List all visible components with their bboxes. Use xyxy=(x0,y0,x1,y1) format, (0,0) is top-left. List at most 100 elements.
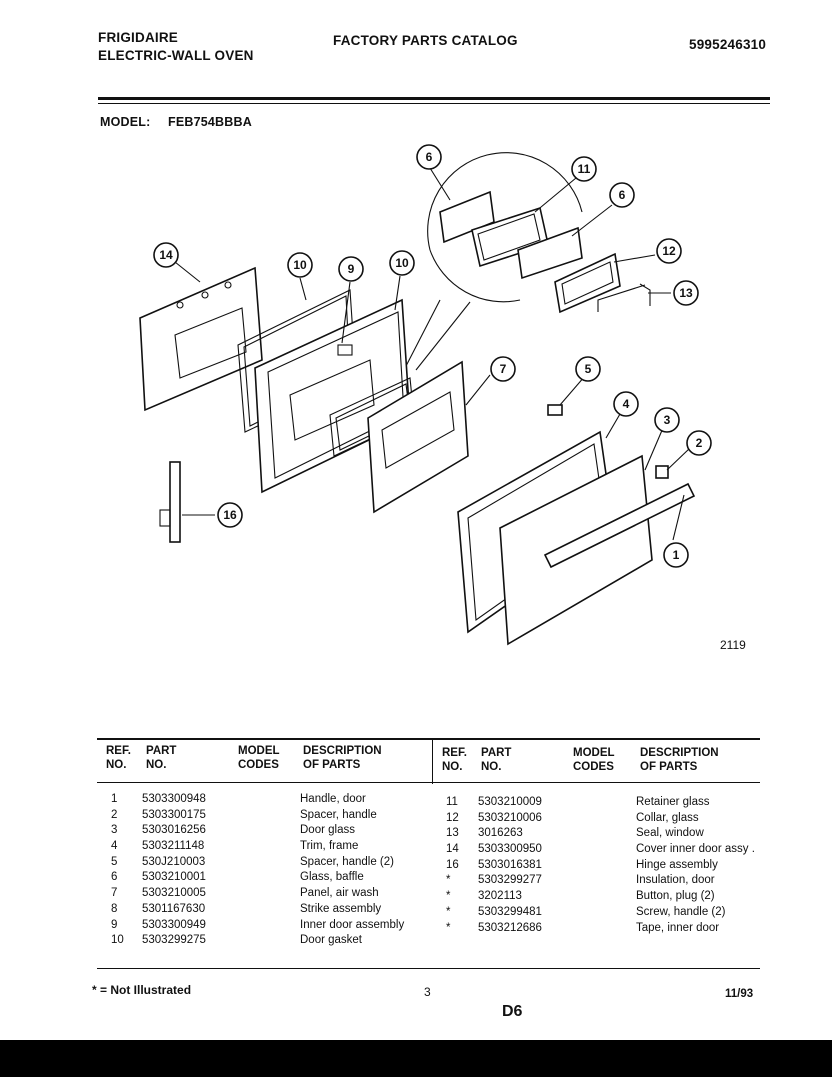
part-spacer xyxy=(547,404,563,416)
table-header-rule xyxy=(97,782,760,783)
not-illustrated-note: * = Not Illustrated xyxy=(92,983,192,997)
description-cell: Cover inner door assy . xyxy=(636,843,755,856)
ref-no-cell: 13 xyxy=(446,827,459,840)
header-rule-thick xyxy=(98,97,770,100)
part-no-cell: 5303300950 xyxy=(478,843,542,856)
part-no-cell: 5303210009 xyxy=(478,796,542,808)
svg-text:12: 12 xyxy=(662,244,676,258)
part-no-cell: 5303211148 xyxy=(142,840,205,853)
callout-1: 1 xyxy=(663,542,689,568)
svg-text:14: 14 xyxy=(159,248,173,262)
table-row: * 3202113 Button, plug (2) xyxy=(446,889,771,905)
callout-12: 12 xyxy=(656,238,682,264)
description-cell: Spacer, handle (2) xyxy=(300,855,394,868)
product-name: ELECTRIC-WALL OVEN xyxy=(98,48,254,63)
ref-no-cell: 12 xyxy=(446,811,459,824)
part-no-cell: 5303300949 xyxy=(142,918,206,931)
page-number: 3 xyxy=(424,985,431,999)
table-row: 9 5303300949 Inner door assembly xyxy=(108,918,428,934)
callout-10: 10 xyxy=(287,252,313,278)
description-cell: Trim, frame xyxy=(300,840,359,853)
table-row: 16 5303016381 Hinge assembly xyxy=(446,858,771,874)
catalog-number: 5995246310 xyxy=(689,37,767,52)
svg-text:10: 10 xyxy=(395,256,409,270)
part-collar-glass xyxy=(554,252,621,314)
part-no-cell: 5303299275 xyxy=(142,934,206,947)
part-no-cell: 5303300175 xyxy=(142,808,206,821)
table-divider xyxy=(432,740,433,784)
description-cell: Seal, window xyxy=(636,827,704,840)
callout-9: 10 xyxy=(389,250,415,276)
ref-no-cell: 10 xyxy=(111,934,124,947)
brand-name: FRIGIDAIRE xyxy=(98,30,179,45)
description-cell: Handle, door xyxy=(300,793,366,805)
svg-text:6: 6 xyxy=(426,150,433,164)
ref-no-cell: 6 xyxy=(111,871,118,884)
description-cell: Screw, handle (2) xyxy=(636,905,726,918)
part-no-cell: 5303210006 xyxy=(478,811,542,824)
part-no-cell: 5303299481 xyxy=(478,905,542,918)
table-row: 10 5303299275 Door gasket xyxy=(108,933,428,949)
section-code: D6 xyxy=(502,1003,523,1020)
description-cell: Insulation, door xyxy=(636,874,715,887)
callout-6-top: 6 xyxy=(416,144,442,170)
ref-no-cell: 8 xyxy=(111,902,118,915)
svg-text:6: 6 xyxy=(619,188,626,202)
description-cell: Inner door assembly xyxy=(300,918,405,931)
callout-4: 4 xyxy=(613,391,639,417)
header-ref-no-left: REF.NO. xyxy=(106,745,131,771)
description-cell: Hinge assembly xyxy=(636,858,718,871)
description-cell: Strike assembly xyxy=(300,902,382,915)
description-cell: Button, plug (2) xyxy=(636,890,715,903)
part-no-cell: 3202113 xyxy=(478,890,522,903)
svg-text:2: 2 xyxy=(696,436,703,450)
part-hinge-assembly xyxy=(159,461,181,543)
ref-no-cell: 1 xyxy=(111,793,118,805)
callout-2: 2 xyxy=(686,430,712,456)
ref-no-cell: 9 xyxy=(111,918,118,931)
svg-text:10: 10 xyxy=(293,258,307,272)
table-bottom-rule xyxy=(97,968,760,969)
ref-no-cell: * xyxy=(446,890,451,903)
svg-text:3: 3 xyxy=(664,413,671,427)
callout-6-right: 6 xyxy=(609,182,635,208)
callout-13: 13 xyxy=(673,280,699,306)
svg-text:5: 5 xyxy=(585,362,592,376)
part-no-cell: 5303016381 xyxy=(478,858,542,871)
part-no-cell: 5303210001 xyxy=(142,871,206,884)
part-no-cell: 5303210005 xyxy=(142,887,206,900)
description-cell: Door gasket xyxy=(300,934,363,947)
ref-no-cell: 11 xyxy=(446,796,458,808)
ref-no-cell: * xyxy=(446,921,451,934)
svg-text:9: 9 xyxy=(348,262,355,276)
ref-no-cell: 16 xyxy=(446,858,459,871)
part-no-cell: 5303212686 xyxy=(478,921,542,934)
detail-circle-arc xyxy=(427,152,583,251)
ref-no-cell: * xyxy=(446,874,451,887)
catalog-title: FACTORY PARTS CATALOG xyxy=(333,33,518,48)
part-seal-window xyxy=(597,283,651,312)
callout-11: 11 xyxy=(571,156,597,182)
svg-text:11: 11 xyxy=(578,162,591,176)
model-number: FEB754BBBA xyxy=(168,115,252,129)
ref-no-cell: 2 xyxy=(111,808,118,821)
description-cell: Retainer glass xyxy=(636,796,710,808)
part-glass-detail xyxy=(439,190,495,244)
revision-date: 11/93 xyxy=(725,988,754,1000)
callout-5: 5 xyxy=(575,356,601,382)
ref-no-cell: 4 xyxy=(111,840,118,853)
